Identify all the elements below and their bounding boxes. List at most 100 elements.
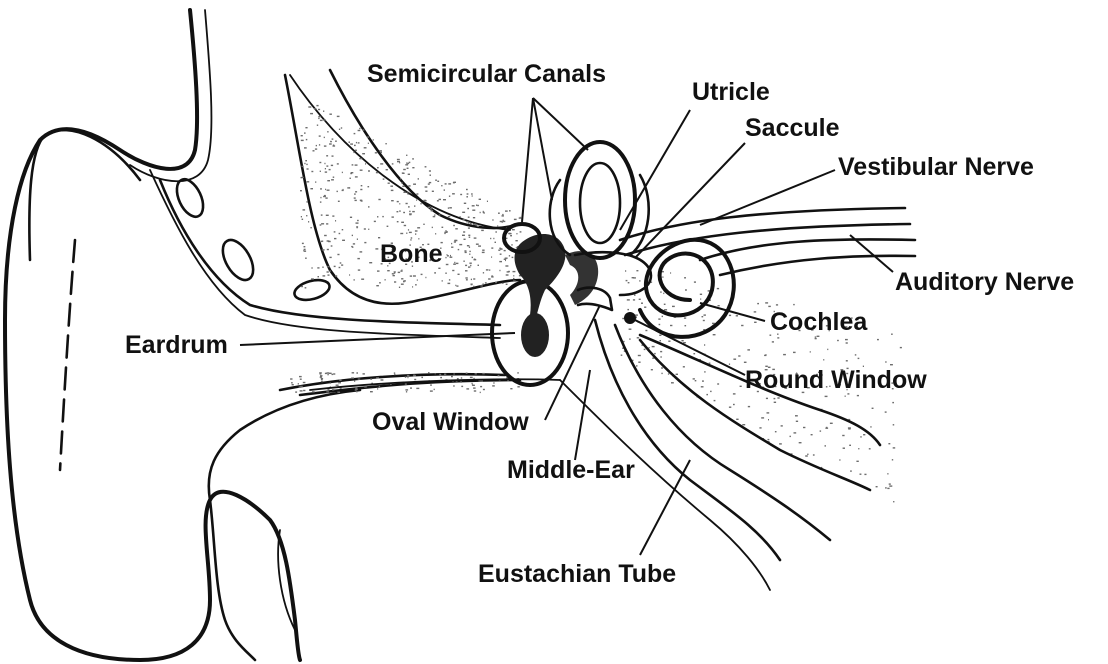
stipple-dot <box>368 170 370 171</box>
stipple-dot <box>506 274 509 275</box>
stipple-dot <box>313 150 315 151</box>
stipple-dot <box>377 388 378 389</box>
stipple-dot <box>402 186 405 187</box>
stipple-dot <box>318 109 320 110</box>
stipple-dot <box>702 316 704 317</box>
stipple-dot <box>363 373 365 374</box>
stipple-dot <box>349 274 350 275</box>
stipple-dot <box>627 299 630 300</box>
stipple-dot <box>405 376 407 377</box>
stipple-dot <box>392 216 394 217</box>
stipple-dot <box>472 384 473 385</box>
stipple-dot <box>355 200 357 201</box>
stipple-dot <box>717 383 719 384</box>
stipple-dot <box>472 257 473 258</box>
stipple-dot <box>407 375 410 376</box>
stipple-dot <box>444 374 446 375</box>
stipple-dot <box>374 221 376 222</box>
stipple-dot <box>694 281 696 282</box>
stipple-dot <box>318 116 321 117</box>
stipple-dot <box>658 318 660 319</box>
stipple-dot <box>481 230 484 231</box>
stipple-dot <box>464 203 466 204</box>
stipple-dot <box>336 385 339 386</box>
stipple-dot <box>480 285 483 286</box>
stipple-dot <box>729 315 731 316</box>
canal-superior-inner <box>580 163 620 243</box>
stipple-dot <box>681 340 683 341</box>
stipple-dot <box>483 389 485 390</box>
stipple-dot <box>362 129 364 130</box>
stipple-dot <box>477 205 479 206</box>
stipple-dot <box>815 338 817 339</box>
stipple-dot <box>330 382 331 383</box>
stipple-dot <box>473 278 475 279</box>
label-utricle: Utricle <box>692 78 770 106</box>
stipple-dot <box>375 152 377 153</box>
stipple-dot <box>855 354 857 355</box>
stipple-dot <box>332 389 334 390</box>
stipple-dot <box>717 288 719 289</box>
stipple-dot <box>451 247 453 248</box>
stipple-dot <box>733 359 736 360</box>
stipple-dot <box>408 174 410 175</box>
stipple-dot <box>332 374 334 375</box>
stipple-dot <box>365 163 366 164</box>
stipple-dot <box>480 212 481 213</box>
stipple-dot <box>320 171 321 172</box>
stipple-dot <box>439 374 441 375</box>
stipple-dot <box>317 125 318 126</box>
stipple-dot <box>768 439 770 440</box>
stipple-dot <box>435 233 436 234</box>
stipple-dot <box>668 341 670 342</box>
stipple-dot <box>492 385 495 386</box>
stipple-dot <box>413 184 416 185</box>
stipple-dot <box>342 240 345 241</box>
stipple-dot <box>304 251 307 252</box>
stipple-dot <box>381 379 384 380</box>
stipple-dot <box>509 255 510 256</box>
stipple-dot <box>433 216 436 217</box>
stipple-dot <box>302 219 304 220</box>
stipple-dot <box>846 342 848 343</box>
stipple-dot <box>320 188 322 189</box>
stipple-dot <box>790 436 791 437</box>
stipple-dot <box>357 220 359 221</box>
stipple-dot <box>464 250 466 251</box>
stipple-dot <box>766 398 768 399</box>
stipple-dot <box>323 196 326 197</box>
stipple-dot <box>316 145 317 146</box>
stipple-dot <box>316 105 318 106</box>
stipple-dot <box>412 158 414 159</box>
stipple-dot <box>857 395 859 396</box>
stipple-dot <box>815 336 817 337</box>
stipple-dot <box>324 235 327 236</box>
stipple-dot <box>385 143 386 144</box>
stipple-dot <box>885 411 887 412</box>
stipple-dot <box>468 235 470 236</box>
stipple-dot <box>469 254 470 255</box>
stipple-dot <box>480 392 481 393</box>
stipple-dot <box>394 372 395 373</box>
stipple-dot <box>407 377 408 378</box>
stipple-dot <box>416 193 418 194</box>
stipple-dot <box>368 229 369 230</box>
stipple-dot <box>744 362 747 363</box>
stipple-dot <box>807 454 808 455</box>
stipple-dot <box>463 219 466 220</box>
stipple-dot <box>454 241 456 242</box>
stipple-dot <box>327 271 329 272</box>
stipple-dot <box>892 402 894 403</box>
stipple-dot <box>733 393 736 394</box>
cartilage-oval-3 <box>292 277 331 304</box>
stipple-dot <box>458 274 460 275</box>
helix-rim <box>29 130 140 260</box>
stipple-dot <box>796 421 798 422</box>
stipple-dot <box>863 434 865 435</box>
stipple-dot <box>397 201 399 202</box>
lobe-fold <box>210 500 255 660</box>
bone-upper-edge <box>330 70 515 228</box>
stipple-dot <box>502 221 504 222</box>
stipple-dot <box>888 443 890 444</box>
stipple-dot <box>858 358 860 359</box>
